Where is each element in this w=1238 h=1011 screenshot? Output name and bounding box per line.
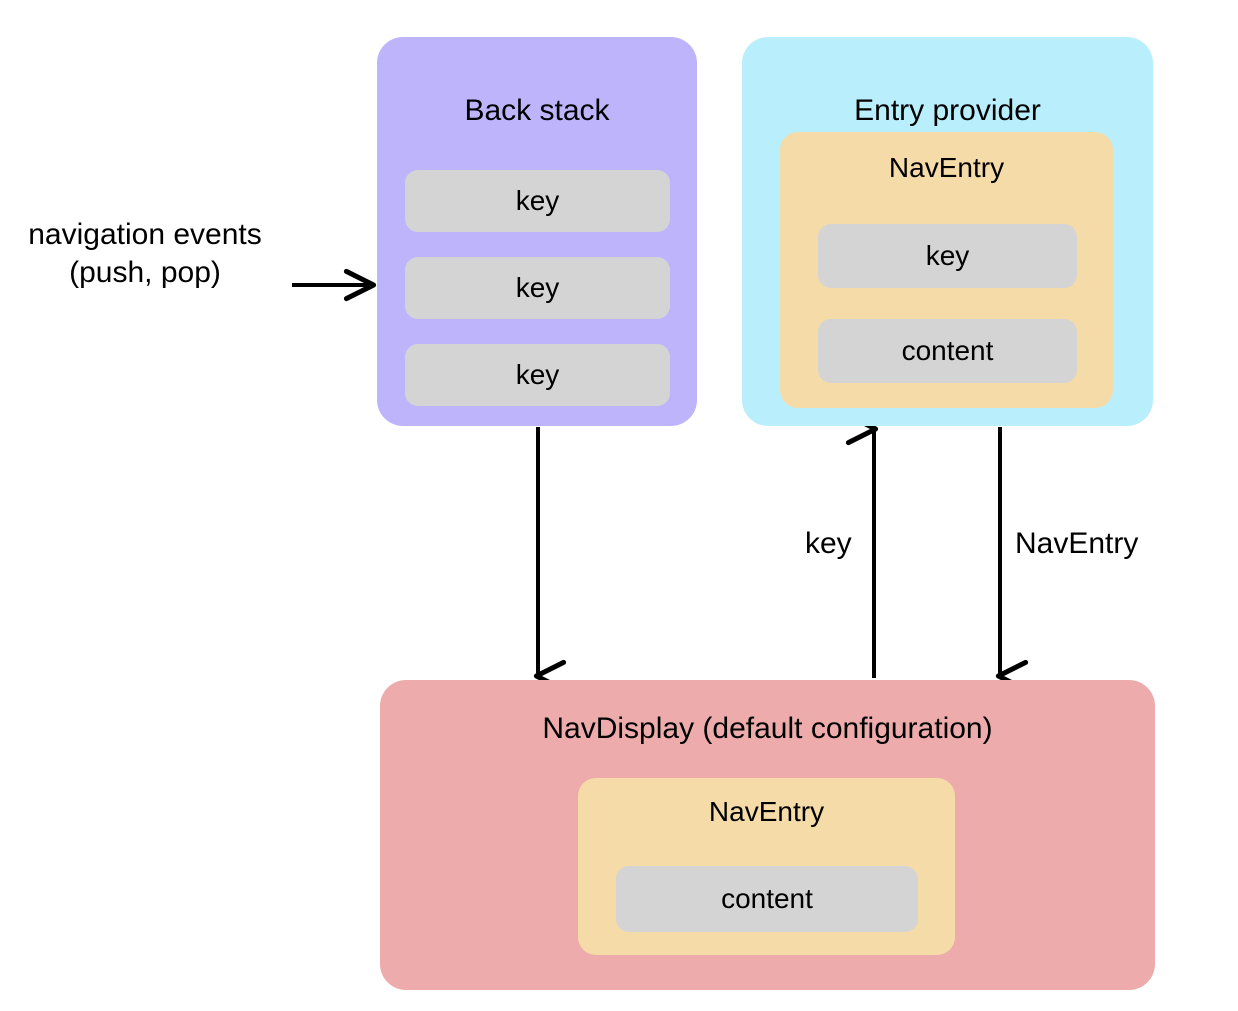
nav-display-nav-entry-card[interactable]: NavEntry content xyxy=(578,778,955,955)
navigation-events-label: navigation events (push, pop) xyxy=(10,216,280,291)
entry-provider-box[interactable]: Entry provider NavEntry key content xyxy=(742,37,1153,426)
naventry-arrow-label: NavEntry xyxy=(1015,527,1139,560)
nav-display-content-item[interactable]: content xyxy=(616,866,918,932)
back-stack-key-item[interactable]: key xyxy=(405,257,670,319)
navigation-events-label-line-1: navigation events xyxy=(28,218,262,251)
nav-display-title: NavDisplay (default configuration) xyxy=(542,712,993,745)
entry-provider-content-item[interactable]: content xyxy=(818,319,1077,383)
back-stack-key-item[interactable]: key xyxy=(405,170,670,232)
entry-provider-nav-entry-card[interactable]: NavEntry key content xyxy=(780,132,1113,408)
entry-provider-key-item[interactable]: key xyxy=(818,224,1077,288)
back-stack-box[interactable]: Back stack key key key xyxy=(377,37,697,426)
entry-provider-nav-entry-title: NavEntry xyxy=(888,152,1005,183)
navigation-events-label-line-2: (push, pop) xyxy=(69,255,221,289)
entry-provider-title: Entry provider xyxy=(854,94,1041,127)
back-stack-title: Back stack xyxy=(464,94,610,127)
nav-display-box[interactable]: NavDisplay (default configuration) NavEn… xyxy=(380,680,1155,990)
key-arrow-label: key xyxy=(805,527,852,560)
nav-display-nav-entry-title: NavEntry xyxy=(708,796,825,827)
back-stack-key-item[interactable]: key xyxy=(405,344,670,406)
